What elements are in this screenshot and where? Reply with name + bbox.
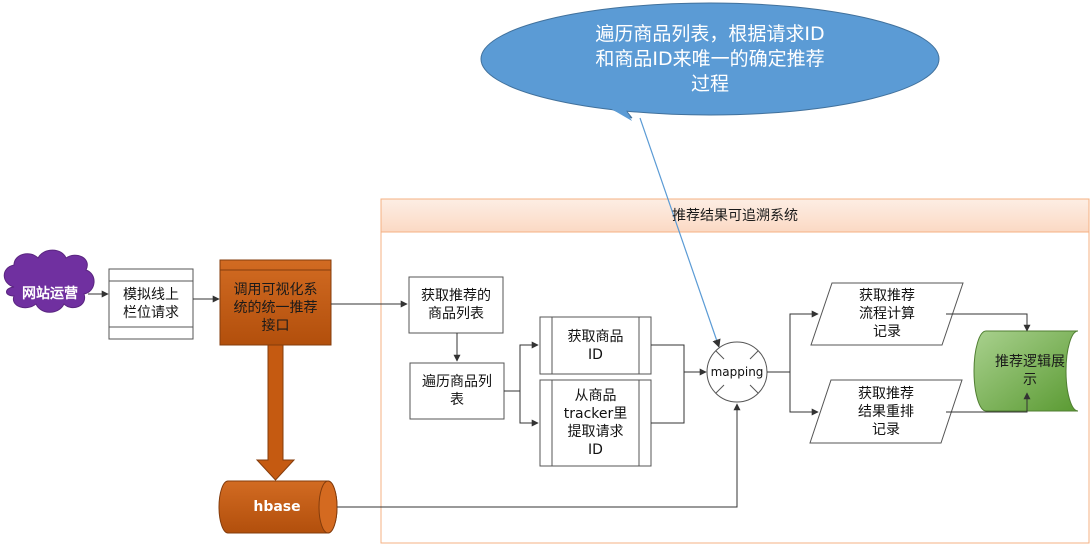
get-rec-list-box bbox=[408, 276, 504, 334]
calc-record-box bbox=[810, 282, 964, 346]
connectors bbox=[88, 290, 1031, 508]
hbase-cylinder bbox=[218, 480, 338, 534]
callout-pointer-line bbox=[639, 117, 721, 348]
big-down-arrow bbox=[255, 344, 296, 481]
mapping-node bbox=[706, 341, 768, 403]
invoke-api-box bbox=[219, 259, 332, 346]
display-box bbox=[973, 330, 1079, 412]
website-ops-cloud bbox=[3, 249, 95, 313]
rerank-record-box bbox=[809, 379, 963, 444]
callout-bubble bbox=[480, 2, 940, 121]
extract-request-id-box bbox=[539, 379, 652, 467]
simulate-request-box bbox=[108, 268, 194, 340]
iterate-list-box bbox=[409, 362, 505, 420]
get-item-id-box bbox=[539, 316, 652, 375]
